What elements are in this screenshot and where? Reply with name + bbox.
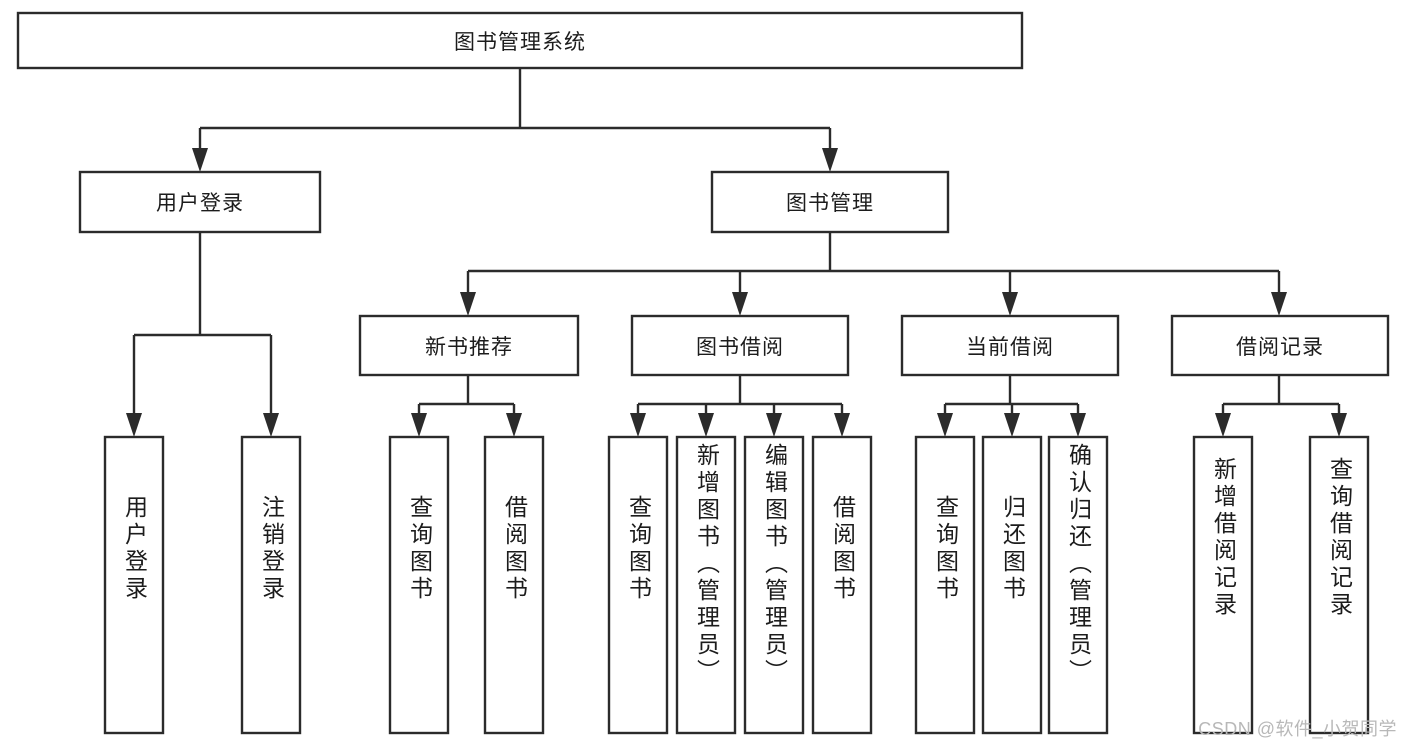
arrowhead-leaf-query-book-1 [411,413,427,437]
node-leaf-query-record[interactable] [1308,435,1370,735]
arrowhead-leaf-add-record [1215,413,1231,437]
arrowhead-leaf-add-book [698,413,714,437]
node-leaf-query-book-3[interactable] [914,435,976,735]
node-root[interactable] [16,11,1024,70]
node-leaf-add-record[interactable] [1192,435,1254,735]
arrowhead-borrow-record [1271,292,1287,316]
node-leaf-query-book-2[interactable] [607,435,669,735]
node-current-borrow[interactable] [900,314,1120,377]
edges-current-borrow-to-leaves [937,375,1086,437]
arrowhead-leaf-query-book-3 [937,413,953,437]
edges-root-to-level2 [192,68,838,172]
node-book-manage[interactable] [710,170,950,234]
arrowhead-leaf-edit-book [766,413,782,437]
edges-new-book-to-leaves [411,375,522,437]
arrowhead-leaf-user-login [126,413,142,437]
edges-book-manage-to-level3 [460,232,1287,316]
arrowhead-leaf-query-record [1331,413,1347,437]
node-leaf-edit-book[interactable] [743,435,805,735]
arrowhead-current-borrow [1002,292,1018,316]
node-user-login[interactable] [78,170,322,234]
node-leaf-borrow-book-1[interactable] [483,435,545,735]
arrowhead-leaf-confirm-return [1070,413,1086,437]
node-leaf-add-book[interactable] [675,435,737,735]
arrowhead-leaf-return-book [1004,413,1020,437]
node-leaf-confirm-return[interactable] [1047,435,1109,735]
arrowhead-book-manage [822,148,838,172]
arrowhead-leaf-borrow-book-1 [506,413,522,437]
arrowhead-book-borrow [732,292,748,316]
node-leaf-user-login[interactable] [103,435,165,735]
arrowhead-user-login [192,148,208,172]
arrowhead-leaf-borrow-book-2 [834,413,850,437]
node-leaf-borrow-book-2[interactable] [811,435,873,735]
arrowhead-new-book-recommend [460,292,476,316]
node-borrow-record[interactable] [1170,314,1390,377]
node-book-borrow[interactable] [630,314,850,377]
edges-book-borrow-to-leaves [630,375,850,437]
arrowhead-leaf-query-book-2 [630,413,646,437]
edges-borrow-record-to-leaves [1215,375,1347,437]
arrowhead-leaf-logout-login [263,413,279,437]
node-leaf-query-book-1[interactable] [388,435,450,735]
node-leaf-return-book[interactable] [981,435,1043,735]
edges-user-login-to-leaves [126,232,279,437]
node-leaf-logout-login[interactable] [240,435,302,735]
node-new-book-recommend[interactable] [358,314,580,377]
